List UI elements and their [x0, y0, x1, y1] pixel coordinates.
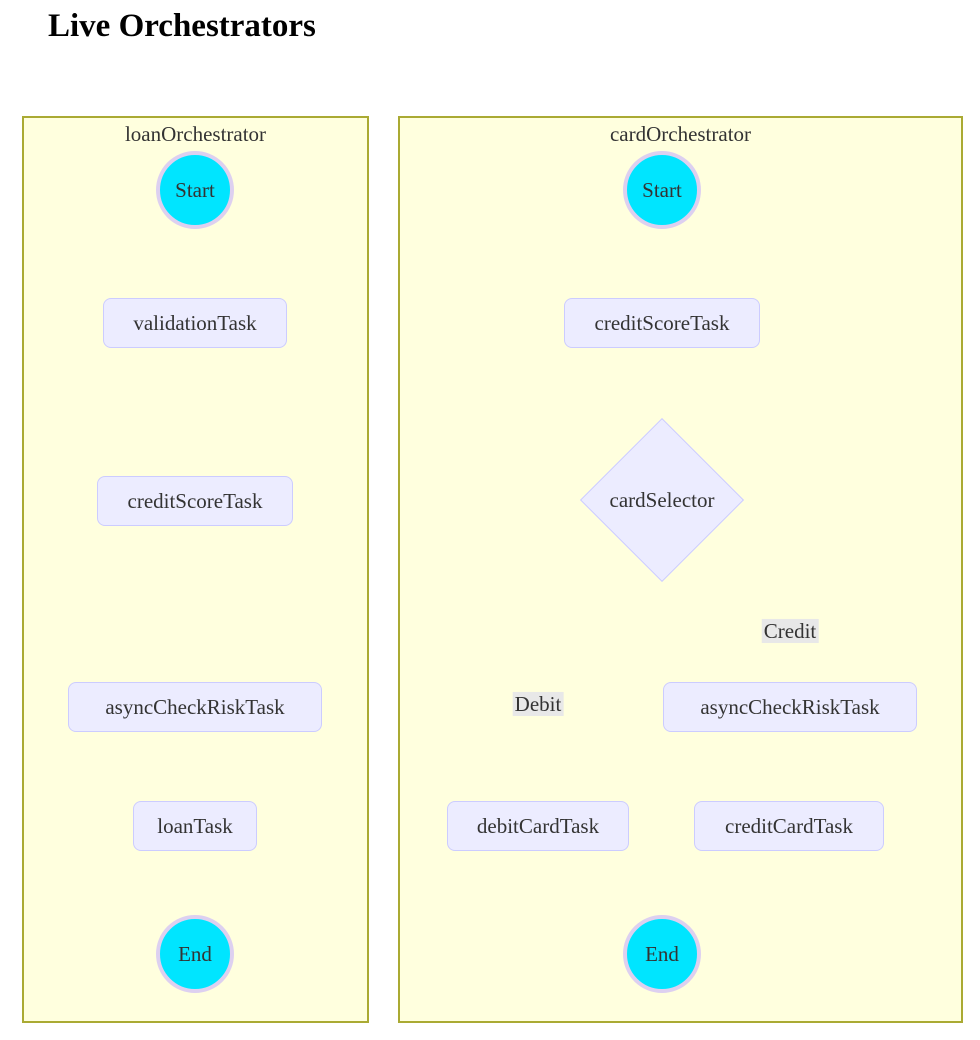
subgraph-title-loan-orchestrator: loanOrchestrator	[124, 122, 267, 146]
subgraph-card-orchestrator[interactable]: cardOrchestrator	[398, 116, 963, 1023]
node-label: cardSelector	[609, 487, 715, 512]
node-label: End	[178, 941, 212, 966]
node-label: loanTask	[157, 813, 233, 838]
node-label: asyncCheckRiskTask	[700, 694, 880, 719]
node-loan-end[interactable]: End	[156, 915, 234, 993]
node-label: creditScoreTask	[594, 310, 730, 335]
node-loan-task[interactable]: loanTask	[133, 801, 257, 851]
node-card-debit-card-task[interactable]: debitCardTask	[447, 801, 629, 851]
node-label: Start	[642, 177, 682, 202]
node-loan-validation-task[interactable]: validationTask	[103, 298, 287, 348]
node-label: creditScoreTask	[127, 488, 263, 513]
node-loan-start[interactable]: Start	[156, 151, 234, 229]
node-label: creditCardTask	[725, 813, 853, 838]
page-title: Live Orchestrators	[48, 8, 316, 44]
node-label: End	[645, 941, 679, 966]
node-card-credit-score-task[interactable]: creditScoreTask	[564, 298, 760, 348]
node-loan-async-check-risk-task[interactable]: asyncCheckRiskTask	[68, 682, 322, 732]
node-card-credit-card-task[interactable]: creditCardTask	[694, 801, 884, 851]
node-label: debitCardTask	[476, 813, 600, 838]
node-card-end[interactable]: End	[623, 915, 701, 993]
subgraph-loan-orchestrator[interactable]: loanOrchestrator	[22, 116, 369, 1023]
edge-label-credit: Credit	[761, 618, 819, 644]
node-loan-credit-score-task[interactable]: creditScoreTask	[97, 476, 293, 526]
node-card-async-check-risk-task[interactable]: asyncCheckRiskTask	[663, 682, 917, 732]
node-card-start[interactable]: Start	[623, 151, 701, 229]
node-label: Start	[175, 177, 215, 202]
subgraph-title-card-orchestrator: cardOrchestrator	[609, 122, 752, 146]
edge-label-debit: Debit	[512, 691, 564, 717]
node-label: validationTask	[133, 310, 257, 335]
node-label: asyncCheckRiskTask	[105, 694, 285, 719]
